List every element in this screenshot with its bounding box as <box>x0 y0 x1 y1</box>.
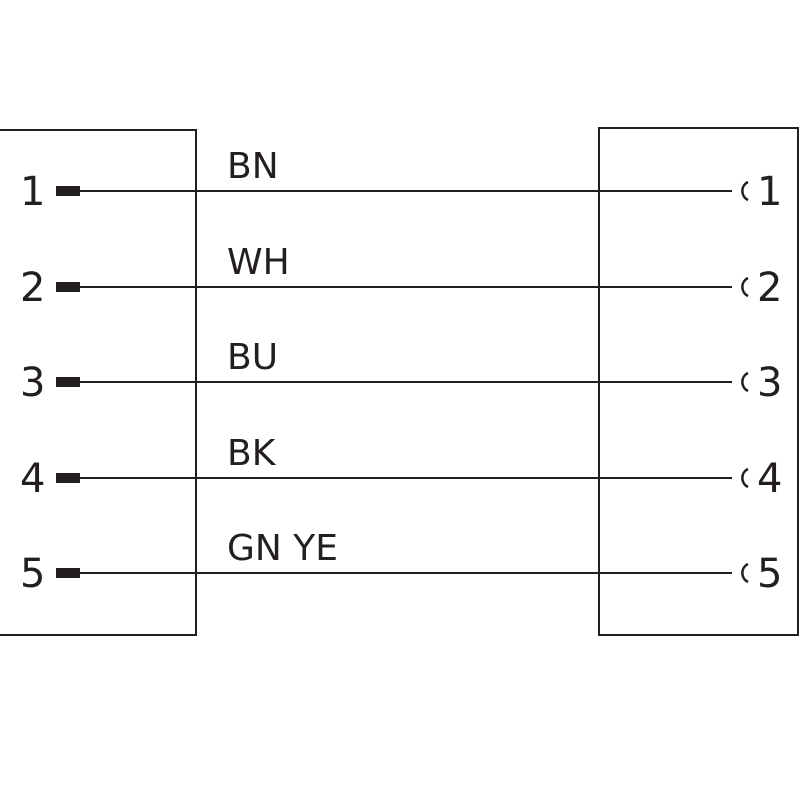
male-pin-icon <box>56 282 80 292</box>
wire-color-label: BN <box>227 146 279 187</box>
left-pin-number: 3 <box>20 360 45 406</box>
wire-color-label: GN YE <box>227 528 338 569</box>
male-pin-icon <box>56 473 80 483</box>
right-pin-number: 4 <box>757 456 782 502</box>
right-pin-number: 5 <box>757 551 782 597</box>
female-socket-icon <box>741 371 749 393</box>
wire-row: 2 2 WH <box>20 242 782 311</box>
wire-row: 4 4 BK <box>20 433 782 502</box>
left-pin-number: 5 <box>20 551 45 597</box>
left-pin-number: 4 <box>20 456 45 502</box>
female-socket-icon <box>741 180 749 202</box>
wire-color-label: BU <box>227 337 278 378</box>
right-pin-number: 3 <box>757 360 782 406</box>
male-pin-icon <box>56 377 80 387</box>
female-socket-icon <box>741 562 749 584</box>
female-socket-icon <box>741 467 749 489</box>
left-pin-number: 2 <box>20 265 45 311</box>
right-pin-number: 1 <box>757 169 782 215</box>
wire-row: 3 3 BU <box>20 337 782 406</box>
female-socket-icon <box>741 276 749 298</box>
wire-row: 5 5 GN YE <box>20 528 782 597</box>
wire-row: 1 1 BN <box>20 146 782 215</box>
male-pin-icon <box>56 568 80 578</box>
male-pin-icon <box>56 186 80 196</box>
wire-color-label: WH <box>227 242 290 283</box>
left-pin-number: 1 <box>20 169 45 215</box>
wire-color-label: BK <box>227 433 277 474</box>
wire-group: 1 1 BN 2 2 WH 3 3 BU 4 4 BK 5 5 GN YE <box>20 146 782 597</box>
right-pin-number: 2 <box>757 265 782 311</box>
